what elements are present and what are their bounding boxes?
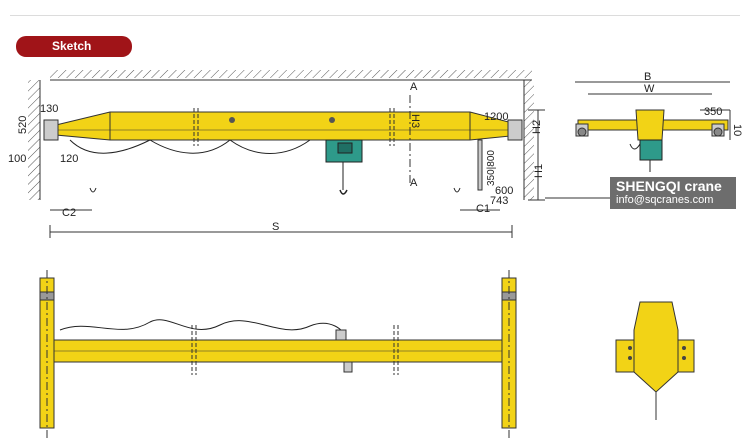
end-view-hoist — [639, 139, 663, 161]
hook — [339, 189, 348, 195]
dim-743: 743 — [490, 195, 508, 207]
end-view — [575, 81, 731, 172]
dim-c1: C1 — [476, 203, 490, 215]
dim-h3: H3 — [409, 114, 421, 128]
dim-h1: H1 — [533, 164, 545, 178]
festoon-cable — [69, 139, 311, 154]
dim-350-800: 350|800 — [486, 150, 497, 186]
section-a-top: A — [410, 81, 418, 93]
elevation-view — [28, 70, 610, 238]
dim-600: 600 — [495, 185, 513, 197]
left-wall-hatch — [28, 80, 40, 200]
dim-c2: C2 — [62, 207, 76, 219]
right-end-carriage — [507, 119, 523, 141]
brand-watermark: SHENGQI crane info@sqcranes.com — [610, 177, 736, 209]
right-wall-hatch — [524, 80, 534, 200]
watermark-brand: SHENGQI crane — [616, 178, 722, 194]
dim-120: 120 — [60, 153, 78, 165]
dim-b: B — [644, 71, 651, 83]
ceiling-hatch — [50, 70, 532, 78]
plan-view — [39, 270, 517, 438]
dim-350: 350 — [704, 106, 722, 118]
section-a-bottom: A — [410, 177, 418, 189]
dim-s: S — [272, 221, 279, 233]
dim-10: 10 — [731, 124, 743, 136]
main-girder — [55, 111, 521, 141]
dim-520: 520 — [17, 116, 29, 134]
watermark-site: info@sqcranes.com — [616, 194, 714, 206]
dim-1200: 1200 — [484, 111, 508, 123]
top-divider — [10, 15, 740, 16]
sketch-tab[interactable]: Sketch — [16, 36, 132, 57]
section-girder — [633, 301, 679, 393]
dim-100: 100 — [8, 153, 26, 165]
pendant-control — [477, 139, 483, 191]
dim-130: 130 — [40, 103, 58, 115]
section-view — [615, 301, 695, 420]
girder-section — [635, 109, 665, 141]
plan-festoon-cable — [59, 319, 346, 339]
left-end-carriage — [43, 119, 59, 141]
dim-w: W — [644, 83, 655, 95]
dim-h2: H2 — [531, 120, 543, 134]
